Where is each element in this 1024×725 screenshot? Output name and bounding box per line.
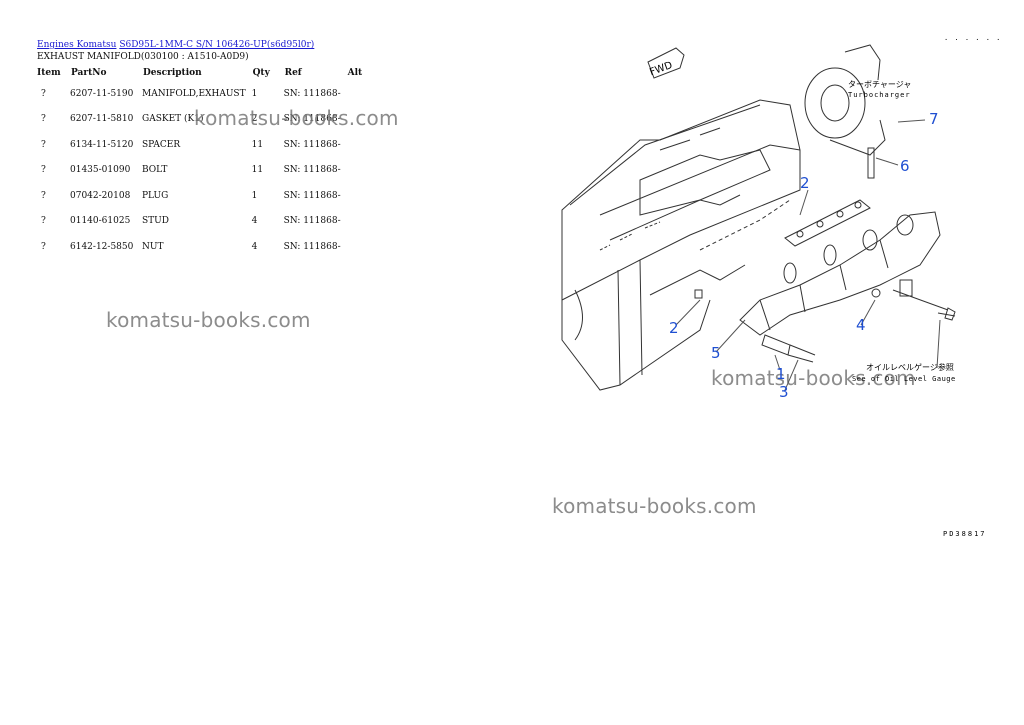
watermark-4: komatsu-books.com — [552, 494, 757, 518]
page-title: EXHAUST MANIFOLD(030100 : A1510-A0D9) — [37, 52, 249, 62]
bolts-drawing — [694, 279, 956, 363]
turbocharger-drawing — [804, 44, 886, 179]
cell-qty: 11 — [251, 139, 264, 150]
cell-ref: SN: 111868- — [283, 216, 341, 227]
exhaust-manifold-drawing — [739, 211, 941, 336]
cell-description: STUD — [142, 216, 169, 227]
cell-description: MANIFOLD,EXHAUST — [142, 88, 246, 99]
cell-alt — [344, 183, 367, 209]
table-row: ? 6142-12-5850 NUT 4 SN: 111868- — [33, 234, 366, 260]
watermark-2: komatsu-books.com — [106, 308, 311, 332]
cell-alt — [344, 81, 367, 107]
turbo-jp-label: ターボチャージャ — [848, 80, 911, 89]
callout-number: 2 — [800, 174, 810, 192]
table-row: ? 6207-11-5810 GASKET (K1) 2 SN: 111868- — [33, 107, 366, 133]
breadcrumb: Engines Komatsu S6D95L-1MM-C S/N 106426-… — [37, 40, 314, 50]
callout-number: 1 — [776, 365, 786, 383]
engine-block-drawing — [561, 99, 801, 391]
cell-alt — [344, 132, 367, 158]
cell-ref: SN: 111868- — [283, 114, 341, 125]
cell-partno: 07042-20108 — [70, 190, 131, 201]
cell-partno: 6207-11-5810 — [70, 114, 134, 125]
cell-partno: 01140-61025 — [70, 216, 131, 227]
cell-partno: 6142-12-5850 — [70, 241, 134, 252]
cell-item: ? — [41, 165, 46, 176]
callout-number: 2 — [669, 319, 679, 337]
corner-marks: . . . . . . — [944, 34, 1000, 42]
callout-number: 5 — [711, 344, 721, 362]
col-qty: Qty — [252, 68, 270, 78]
cell-description: SPACER — [142, 139, 181, 150]
exploded-parts-diagram: FWD ターボチャージャ Turbocharger オイルレベルゲージ参照 Se… — [561, 34, 1000, 538]
table-row: ? 6134-11-5120 SPACER 11 SN: 111868- — [33, 132, 366, 158]
table-row: ? 01140-61025 STUD 4 SN: 111868- — [33, 209, 366, 235]
cell-description: NUT — [142, 241, 164, 252]
cell-item: ? — [41, 88, 46, 99]
col-ref: Ref — [284, 68, 302, 78]
table-header-row: Item PartNo Description Qty Ref Alt — [33, 65, 366, 81]
cell-qty: 4 — [251, 241, 258, 252]
cell-alt — [344, 158, 367, 184]
cell-partno: 01435-01090 — [70, 165, 131, 176]
parts-table: Item PartNo Description Qty Ref Alt ? 620… — [33, 65, 366, 260]
leader-lines — [675, 119, 941, 391]
cell-qty: 1 — [251, 190, 258, 201]
breadcrumb-link-engines[interactable]: Engines Komatsu — [37, 40, 117, 50]
col-alt: Alt — [347, 68, 363, 78]
col-description: Description — [143, 68, 202, 78]
cell-item: ? — [41, 139, 46, 150]
cell-qty: 2 — [251, 114, 258, 125]
watermark-3: komatsu-books.com — [711, 366, 916, 390]
table-row: ? 07042-20108 PLUG 1 SN: 111868- — [33, 183, 366, 209]
callout-number: 3 — [779, 383, 789, 401]
table-row: ? 01435-01090 BOLT 11 SN: 111868- — [33, 158, 366, 184]
diagram-code: PD38817 — [943, 530, 987, 538]
cell-item: ? — [41, 114, 46, 125]
cell-ref: SN: 111868- — [283, 190, 341, 201]
gasket-drawing — [784, 199, 871, 247]
fwd-arrow — [647, 47, 685, 79]
watermark-1: komatsu-books.com — [194, 106, 399, 130]
cell-description: PLUG — [142, 190, 169, 201]
cell-qty: 1 — [251, 88, 258, 99]
cell-ref: SN: 111868- — [283, 88, 341, 99]
gauge-en-label: See of Oil Level Gauge — [852, 375, 956, 383]
turbo-en-label: Turbocharger — [848, 91, 911, 99]
cell-item: ? — [41, 190, 46, 201]
cell-ref: SN: 111868- — [283, 139, 341, 150]
cell-ref: SN: 111868- — [283, 165, 341, 176]
cell-partno: 6207-11-5190 — [70, 88, 134, 99]
cell-alt — [344, 209, 367, 235]
callout-number: 7 — [929, 110, 939, 128]
cell-ref: SN: 111868- — [283, 241, 341, 252]
cell-partno: 6134-11-5120 — [70, 139, 134, 150]
col-item: Item — [37, 68, 61, 78]
cell-alt — [344, 234, 367, 260]
cell-qty: 11 — [251, 165, 264, 176]
cell-item: ? — [41, 241, 46, 252]
breadcrumb-link-model[interactable]: S6D95L-1MM-C S/N 106426-UP(s6d95l0r) — [119, 40, 315, 50]
callout-number: 6 — [900, 157, 910, 175]
cell-item: ? — [41, 216, 46, 227]
callout-number: 4 — [856, 316, 866, 334]
cell-qty: 4 — [251, 216, 258, 227]
table-row: ? 6207-11-5190 MANIFOLD,EXHAUST 1 SN: 111868… — [33, 81, 366, 107]
col-partno: PartNo — [71, 68, 107, 78]
gauge-jp-label: オイルレベルゲージ参照 — [866, 362, 954, 372]
cell-description: BOLT — [142, 165, 168, 176]
cell-description: GASKET (K1) — [142, 114, 204, 125]
